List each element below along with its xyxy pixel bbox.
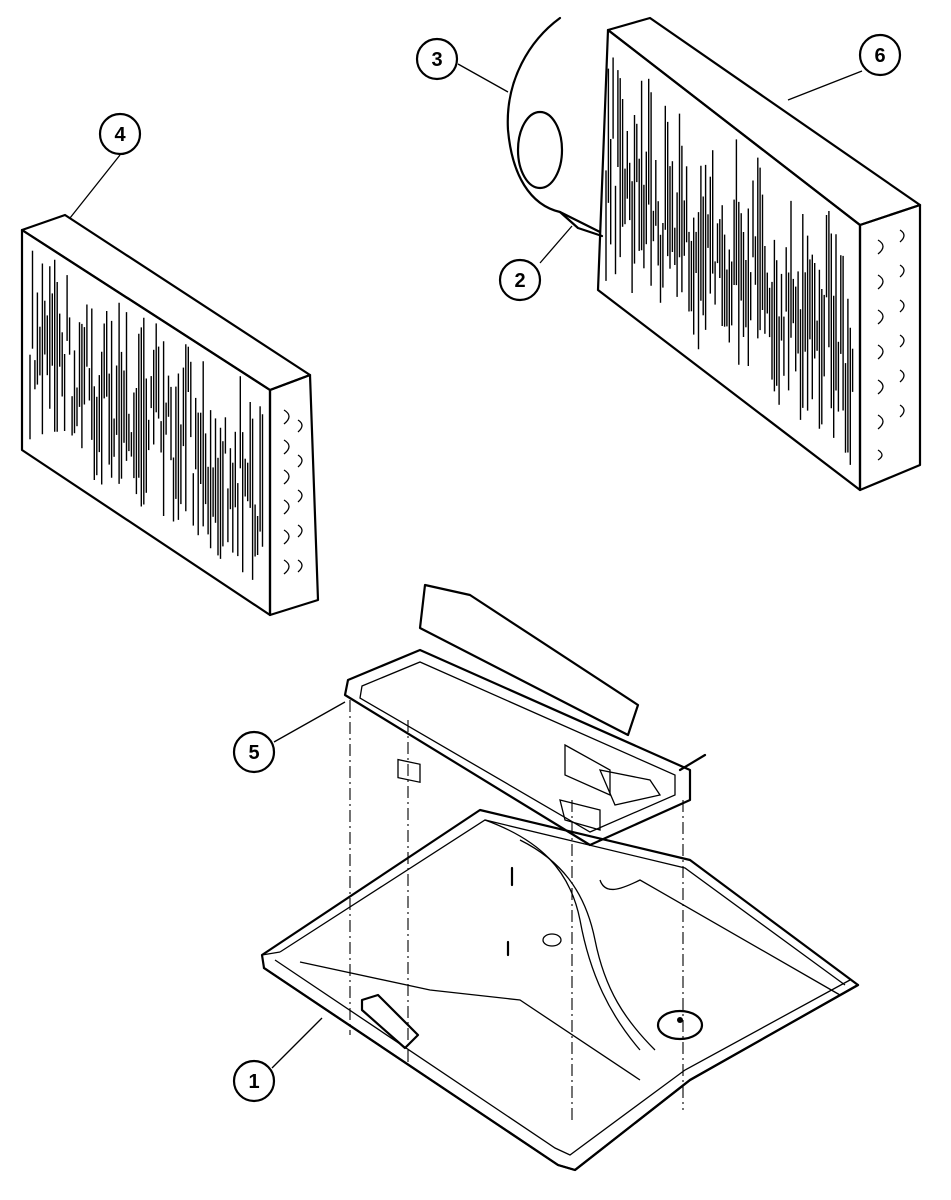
callout-4: 4 bbox=[98, 112, 142, 156]
callout-1: 1 bbox=[232, 1059, 276, 1103]
svg-text:1: 1 bbox=[248, 1071, 259, 1093]
callout-5: 5 bbox=[232, 730, 276, 774]
sensor-capillary bbox=[506, 16, 604, 238]
alignment-lines bbox=[349, 700, 684, 1120]
drain-pan bbox=[260, 808, 860, 1172]
svg-text:4: 4 bbox=[114, 124, 126, 146]
svg-text:2: 2 bbox=[514, 270, 525, 292]
callout-leaders bbox=[69, 63, 863, 1069]
svg-text:3: 3 bbox=[431, 49, 442, 71]
evaporator-coil bbox=[596, 16, 922, 492]
svg-text:6: 6 bbox=[874, 45, 885, 67]
callout-3: 3 bbox=[415, 37, 459, 81]
condenser-coil bbox=[20, 213, 320, 617]
callout-6: 6 bbox=[858, 33, 902, 77]
base-tray bbox=[343, 583, 707, 847]
callout-2: 2 bbox=[498, 258, 542, 302]
svg-text:5: 5 bbox=[248, 742, 259, 764]
